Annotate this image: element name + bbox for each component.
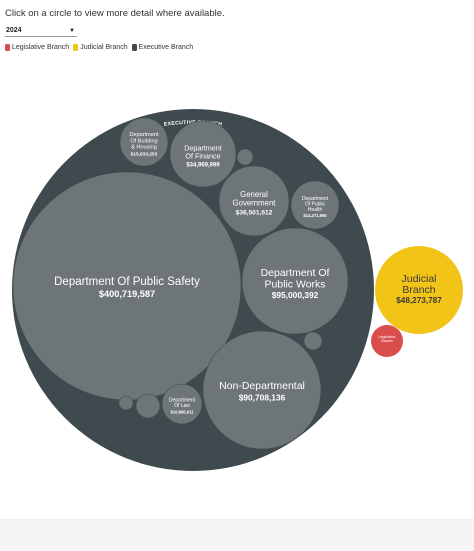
instructions-text: Click on a circle to view more detail wh…	[5, 8, 225, 19]
year-filter-value: 2024	[6, 27, 22, 34]
department-bubble-unlabeled-11[interactable]	[118, 395, 134, 411]
department-circle-unlabeled-10[interactable]	[135, 393, 161, 419]
department-circle-department-of-finance[interactable]	[169, 120, 237, 188]
department-bubble-unlabeled-9[interactable]	[303, 331, 323, 351]
department-bubble-department-of-public-safety[interactable]: Department Of Public Safety$400,719,587	[12, 171, 242, 401]
bubble-layer: EXECUTIVE BRANCHDepartment Of Public Saf…	[12, 109, 463, 471]
legend: Legislative Branch Judicial Branch Execu…	[5, 44, 193, 51]
department-value-department-of-public-safety: $400,719,587	[99, 289, 155, 299]
department-circle-non-departmental[interactable]	[202, 330, 322, 450]
judicial-branch-circle[interactable]	[375, 246, 463, 334]
legend-item-executive[interactable]: Executive Branch	[131, 44, 194, 51]
legend-item-judicial[interactable]: Judicial Branch	[73, 44, 128, 51]
legend-label-judicial: Judicial Branch	[80, 44, 128, 51]
department-circle-general-government[interactable]	[218, 165, 290, 237]
judicial-branch-value: $48,273,787	[396, 296, 442, 305]
department-circle-unlabeled-8[interactable]	[236, 148, 254, 166]
legislative-branch-circle[interactable]	[371, 325, 403, 357]
department-value-general-government: $36,501,612	[236, 209, 273, 216]
legend-swatch-judicial	[73, 44, 79, 51]
year-filter-dropdown[interactable]: 2024 ▼	[5, 26, 77, 37]
legend-item-legislative[interactable]: Legislative Branch	[5, 44, 69, 51]
chevron-down-icon: ▼	[69, 27, 75, 34]
department-circle-department-of-law[interactable]	[161, 383, 203, 425]
legend-label-legislative: Legislative Branch	[12, 44, 70, 51]
department-value-department-of-public-health: $14,371,955	[303, 213, 327, 218]
department-value-non-departmental: $90,708,136	[239, 392, 286, 402]
department-circle-unlabeled-9[interactable]	[303, 331, 323, 351]
department-circle-department-of-public-works[interactable]	[241, 227, 349, 335]
department-circle-department-of-public-health[interactable]	[290, 180, 340, 230]
department-name-department-of-public-safety: Department Of Public Safety	[54, 276, 200, 288]
department-value-department-of-law: $10,666,911	[170, 409, 194, 414]
department-circle-unlabeled-11[interactable]	[118, 395, 134, 411]
legend-swatch-legislative	[5, 44, 10, 51]
department-value-department-of-building-and-housing: $15,833,253	[131, 152, 158, 158]
department-value-department-of-public-works: $95,000,392	[272, 290, 319, 300]
department-bubble-unlabeled-10[interactable]	[135, 393, 161, 419]
department-value-department-of-finance: $34,969,999	[186, 163, 220, 169]
footer-bar	[0, 519, 474, 551]
department-bubble-unlabeled-8[interactable]	[236, 148, 254, 166]
legend-label-executive: Executive Branch	[138, 44, 194, 51]
department-bubble-non-departmental[interactable]: Non-Departmental$90,708,136	[202, 330, 322, 450]
department-circle-department-of-building-and-housing[interactable]	[119, 117, 169, 167]
legend-swatch-executive	[131, 44, 137, 51]
department-name-non-departmental: Non-Departmental	[219, 380, 305, 392]
